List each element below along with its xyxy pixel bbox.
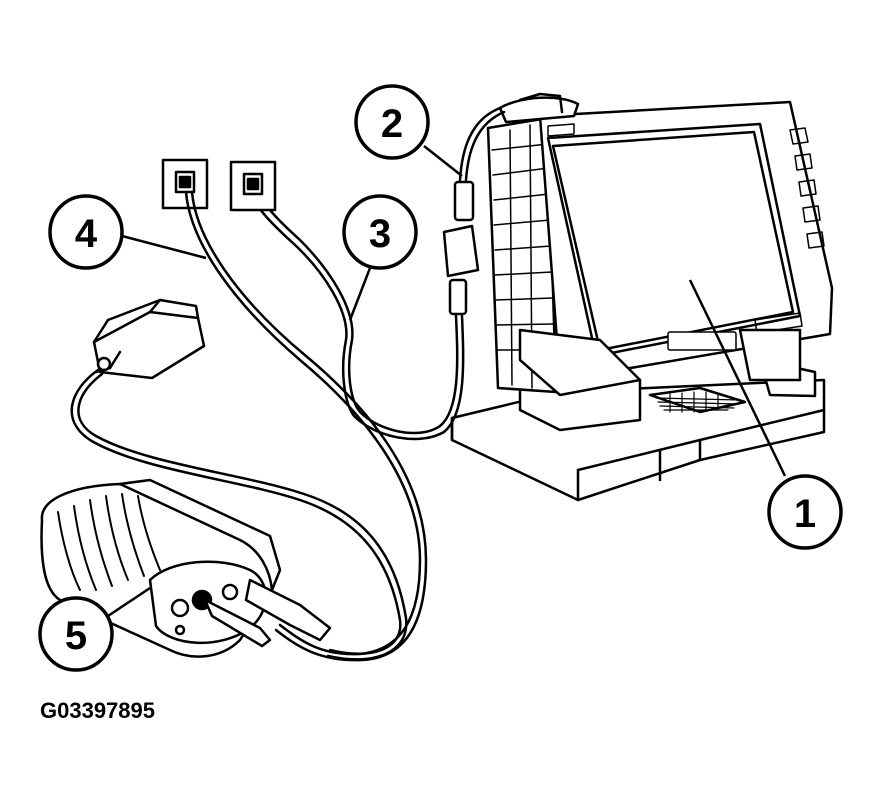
svg-text:2: 2 [381, 102, 403, 146]
callout-3: 3 [342, 194, 418, 270]
svg-text:3: 3 [369, 212, 391, 256]
svg-text:4: 4 [75, 212, 98, 256]
network-socket-right [229, 160, 277, 212]
tablet-computer [486, 92, 834, 397]
callout-4: 4 [48, 194, 124, 270]
vci-ribs [57, 493, 161, 591]
leader-lines [107, 145, 787, 618]
svg-text:1: 1 [794, 492, 816, 536]
callout-5: 5 [38, 596, 114, 672]
dock-vent-grille [655, 391, 741, 413]
network-socket-left [161, 158, 209, 210]
callout-1: 1 [767, 474, 843, 550]
tablet-cable [246, 106, 506, 441]
figure-id: G03397895 [40, 698, 155, 723]
svg-text:5: 5 [65, 614, 87, 658]
obd-connector [92, 298, 206, 380]
tablet-side-buttons [789, 127, 825, 249]
callout-2: 2 [354, 84, 430, 160]
obd-cable [70, 368, 408, 661]
